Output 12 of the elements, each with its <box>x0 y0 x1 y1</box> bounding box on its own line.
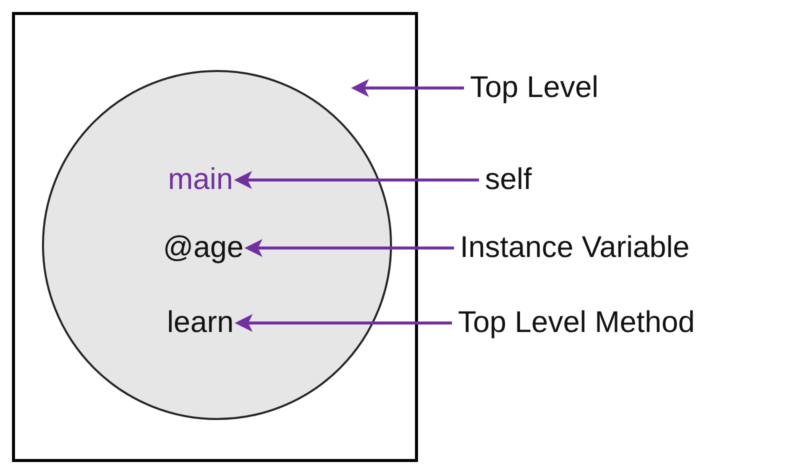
arrow <box>234 171 479 189</box>
arrow <box>244 239 454 257</box>
text-label: learn <box>167 305 234 341</box>
arrow <box>234 314 452 332</box>
outer-square <box>12 12 418 462</box>
text-label: @age <box>163 230 244 266</box>
arrow <box>351 79 464 97</box>
text-label: main <box>168 162 234 198</box>
text-label: Top Level Method <box>458 305 695 341</box>
text-label: Top Level <box>470 70 598 106</box>
text-label: self <box>485 162 532 198</box>
text-label: Instance Variable <box>460 230 690 266</box>
